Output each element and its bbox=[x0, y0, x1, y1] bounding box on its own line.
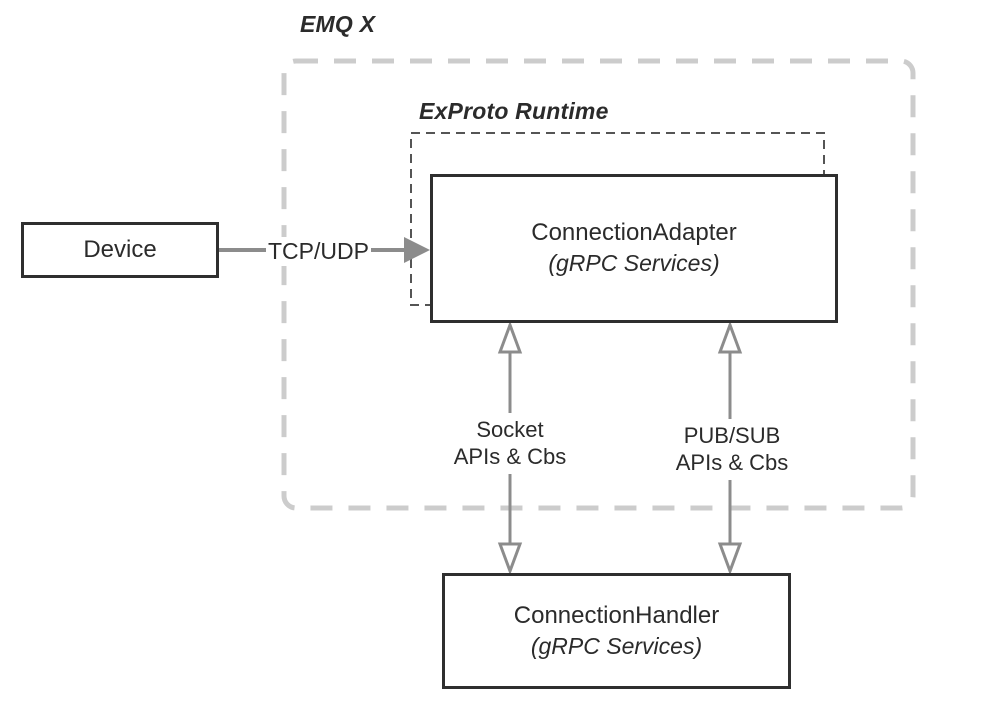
node-device[interactable]: Device bbox=[21, 222, 219, 278]
node-device-title: Device bbox=[83, 235, 157, 263]
arrowhead-hollow-up-socket bbox=[497, 320, 523, 354]
arrowhead-hollow-down-pubsub bbox=[717, 542, 743, 576]
node-connection-handler[interactable]: ConnectionHandler (gRPC Services) bbox=[442, 573, 791, 689]
node-connection-handler-title: ConnectionHandler bbox=[513, 601, 720, 629]
arrowhead-hollow-down-socket bbox=[497, 542, 523, 576]
edge-label-socket-line2: APIs & Cbs bbox=[453, 444, 567, 470]
arrowhead-filled-right bbox=[404, 237, 430, 263]
group-label-emqx: EMQ X bbox=[300, 11, 376, 37]
node-connection-adapter[interactable]: ConnectionAdapter (gRPC Services) bbox=[430, 174, 838, 323]
node-connection-adapter-subtitle: (gRPC Services) bbox=[548, 250, 720, 277]
node-connection-adapter-title: ConnectionAdapter bbox=[531, 219, 737, 247]
group-label-exproto: ExProto Runtime bbox=[419, 98, 609, 124]
edge-label-pubsub: PUB/SUB APIs & Cbs bbox=[659, 419, 805, 480]
edge-label-tcp-udp: TCP/UDP bbox=[266, 237, 371, 266]
group-boundary-emqx bbox=[281, 58, 916, 511]
node-connection-handler-subtitle: (gRPC Services) bbox=[530, 632, 703, 659]
edge-label-pubsub-line1: PUB/SUB bbox=[683, 423, 781, 448]
edge-label-socket-line1: Socket bbox=[476, 417, 544, 442]
edge-label-pubsub-line2: APIs & Cbs bbox=[675, 450, 789, 476]
edge-label-socket: Socket APIs & Cbs bbox=[443, 413, 577, 474]
arrowhead-hollow-up-pubsub bbox=[717, 320, 743, 354]
